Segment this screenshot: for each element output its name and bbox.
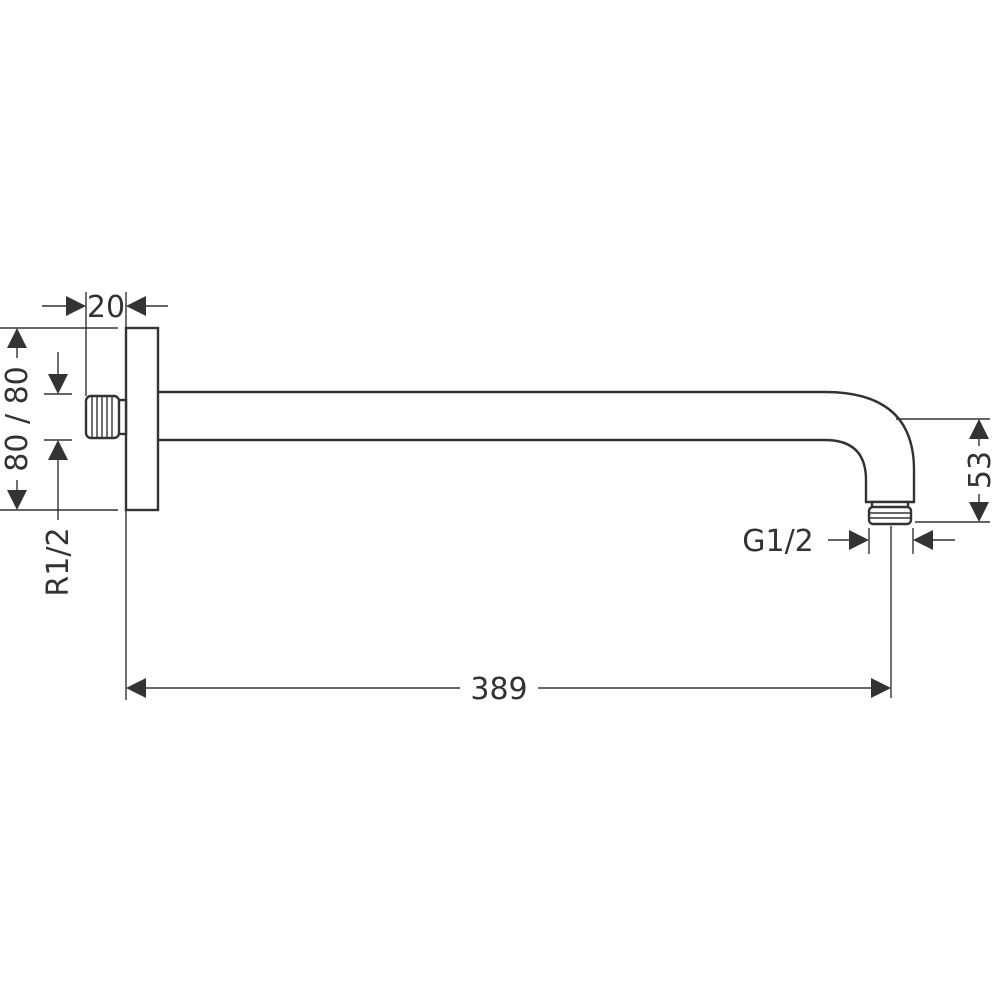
shower-arm-assembly [84,326,916,526]
wall-flange [124,326,160,512]
inlet-thread-label: R1/2 [41,527,76,596]
arm-length-label: 389 [470,672,527,707]
flange-height-label: 80 / 80 [0,366,35,472]
dimension-arm-length: 389 [126,526,892,707]
dimension-flange-depth: 20 [42,290,168,700]
outlet-drop-label: 53 [963,451,998,489]
flange-depth-label: 20 [87,290,125,325]
dimension-outlet-drop: 53 [896,418,998,523]
dimension-outlet-thread: G1/2 [742,524,955,559]
dimension-inlet-thread: R1/2 [41,352,76,597]
inlet-thread [84,394,121,440]
outlet-thread [867,500,913,526]
arm-tube [158,390,916,504]
outlet-thread-label: G1/2 [742,524,814,559]
dimension-flange-height: 80 / 80 [0,327,118,511]
